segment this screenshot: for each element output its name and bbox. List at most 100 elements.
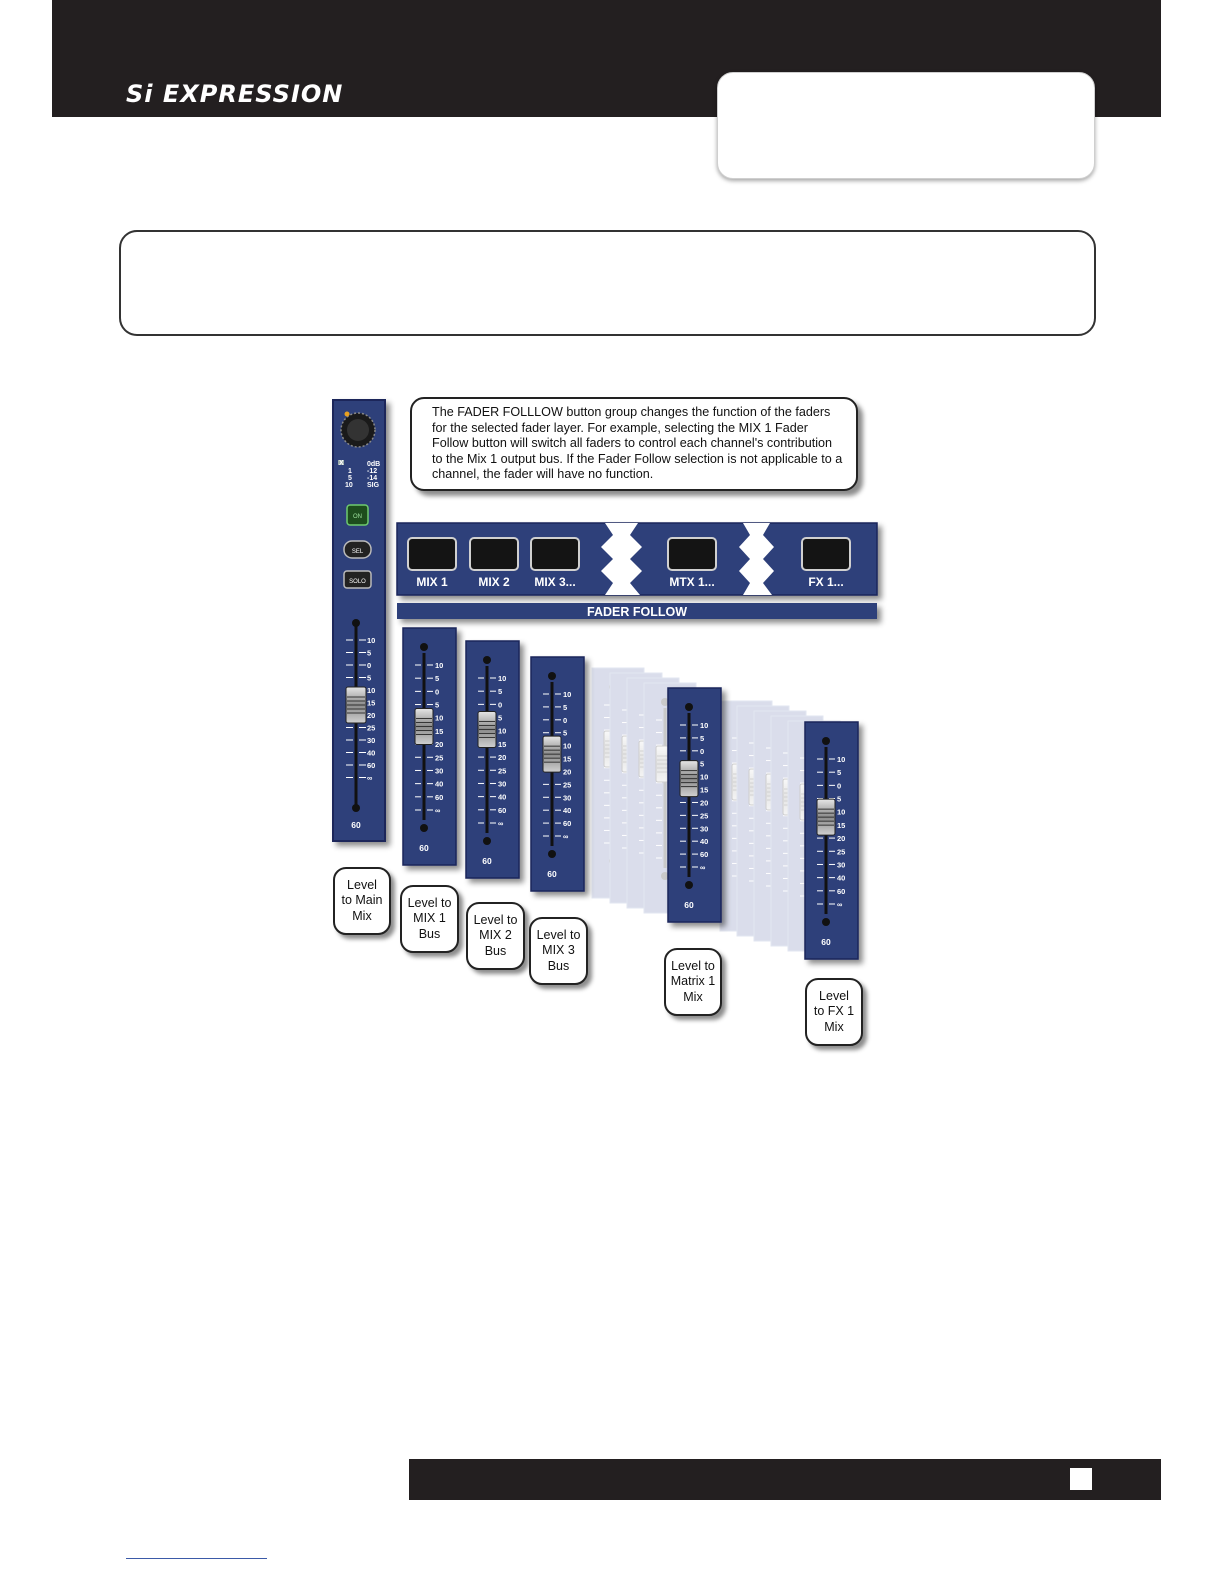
meter-x: X bbox=[339, 460, 344, 467]
meter-5: 5 bbox=[348, 475, 352, 482]
fader-scale-label: 0 bbox=[498, 700, 502, 709]
label-mix3-bus: Level to MIX 3 Bus bbox=[529, 917, 588, 985]
fader-scale-label: ∞ bbox=[563, 832, 568, 841]
svg-text:SOLO: SOLO bbox=[349, 579, 366, 585]
fader-follow-buttons: MIX 1 MIX 2 MIX 3... MTX 1... FX 1... bbox=[407, 537, 851, 589]
footer-bar bbox=[409, 1459, 1161, 1500]
fader-scale-label: 15 bbox=[837, 821, 845, 830]
svg-text:ON: ON bbox=[353, 514, 362, 520]
fader-scale-label: 25 bbox=[435, 753, 443, 762]
fader-scale-label: 0 bbox=[563, 716, 567, 725]
fader-strip bbox=[736, 705, 790, 937]
label-fx1-mix: Level to FX 1 Mix bbox=[805, 978, 863, 1046]
fader-scale-label: 20 bbox=[435, 740, 443, 749]
page-number-box bbox=[1070, 1468, 1092, 1490]
fader-scale-label: 40 bbox=[837, 874, 845, 883]
fader-scale-label: 30 bbox=[837, 860, 845, 869]
fader-scale-label: 40 bbox=[700, 837, 708, 846]
fader-scale-label: 20 bbox=[498, 753, 506, 762]
fader-scale-label: 25 bbox=[700, 811, 708, 820]
fader-scale-label: 10 bbox=[563, 690, 571, 699]
meter-10: 10 bbox=[345, 482, 353, 489]
fader-scale-label: 40 bbox=[498, 793, 506, 802]
fader-scale-label: 60 bbox=[563, 819, 571, 828]
fader-scale-label: 5 bbox=[563, 729, 567, 738]
fader-scale-label: 5 bbox=[498, 687, 502, 696]
fader-knob[interactable] bbox=[414, 707, 434, 745]
fader-scale-label: 5 bbox=[367, 674, 371, 683]
label-mix2-bus: Level to MIX 2 Bus bbox=[466, 902, 525, 970]
fader-bottom-label: 60 bbox=[547, 869, 557, 879]
fader-strip bbox=[609, 672, 663, 904]
fader-bottom-label: 60 bbox=[419, 843, 429, 853]
fader-knob[interactable] bbox=[765, 773, 785, 811]
fader-scale-label: 10 bbox=[498, 727, 506, 736]
fader-knob[interactable] bbox=[621, 735, 641, 773]
fader-scale-label: ∞ bbox=[498, 819, 503, 828]
fader-scale-label: 10 bbox=[367, 636, 375, 645]
panel-break-1 bbox=[601, 523, 642, 595]
fader-follow-button-label: MTX 1... bbox=[669, 575, 714, 589]
sel-button: SEL bbox=[343, 540, 372, 559]
fader-scale-label: 5 bbox=[837, 768, 841, 777]
meter-leds: X 0dB 1 -12 5 -14 10 SIG bbox=[338, 460, 380, 489]
label-mix1-bus: Level to MIX 1 Bus bbox=[400, 885, 459, 953]
fader-scale-label: 60 bbox=[700, 850, 708, 859]
fader-scale-label: 40 bbox=[435, 780, 443, 789]
fader-scale-label: 0 bbox=[837, 781, 841, 790]
fader-follow-button-label: MIX 1 bbox=[416, 575, 448, 589]
fader-scale-label: 30 bbox=[700, 824, 708, 833]
fader-bottom-label: 60 bbox=[351, 820, 361, 830]
fader-follow-button[interactable]: MIX 1 bbox=[407, 537, 457, 589]
fader-follow-button-label: MIX 2 bbox=[478, 575, 510, 589]
fader-follow-button[interactable]: FX 1... bbox=[801, 537, 851, 589]
fader-knob[interactable] bbox=[748, 768, 768, 806]
fader-scale-label: 60 bbox=[367, 761, 375, 770]
fader-scale-label: 5 bbox=[435, 674, 439, 683]
fader-knob[interactable] bbox=[679, 760, 699, 798]
fader-knob[interactable] bbox=[542, 735, 562, 773]
meter-sig: SIG bbox=[367, 482, 380, 489]
fader-scale-label: 5 bbox=[563, 703, 567, 712]
fader-scale-label: 30 bbox=[367, 736, 375, 745]
fader-scale-label: 15 bbox=[563, 755, 571, 764]
fader-scale-label: 60 bbox=[498, 806, 506, 815]
fader-scale-label: 5 bbox=[837, 795, 841, 804]
fader-follow-button-label: FX 1... bbox=[808, 575, 843, 589]
fader-scale-label: 15 bbox=[700, 786, 708, 795]
fader-knob[interactable] bbox=[603, 730, 623, 768]
fader-follow-button[interactable]: MIX 2 bbox=[469, 537, 519, 589]
fader-scale-label: 0 bbox=[435, 687, 439, 696]
footer-link-line bbox=[126, 1558, 267, 1559]
fader-scale-label: 20 bbox=[563, 767, 571, 776]
meter-0db: 0dB bbox=[367, 461, 380, 468]
fader-scale-label: 60 bbox=[837, 887, 845, 896]
fader-scale-label: 10 bbox=[700, 721, 708, 730]
fader-knob[interactable] bbox=[477, 710, 497, 748]
fader-scale-label: 10 bbox=[700, 773, 708, 782]
fader-bottom-label: 60 bbox=[482, 856, 492, 866]
fader-scale-label: 20 bbox=[700, 798, 708, 807]
fader-scale-label: 0 bbox=[367, 661, 371, 670]
fader-follow-button[interactable]: MIX 3... bbox=[530, 537, 580, 589]
fader-scale-label: 10 bbox=[498, 674, 506, 683]
fader-scale-label: 60 bbox=[435, 793, 443, 802]
fader-scale-label: 15 bbox=[367, 699, 375, 708]
callout-bubble: The FADER FOLLLOW button group changes t… bbox=[410, 397, 858, 491]
meter-14: -14 bbox=[367, 475, 377, 482]
fader-strips: 10 5 0 5 10 15 20 25 30 40 60 ∞ 60 10 5 0 5 10 15 20 25 30 40 6… bbox=[402, 627, 859, 960]
fader-scale-label: 5 bbox=[700, 760, 704, 769]
fader-strip bbox=[591, 667, 645, 899]
fader-follow-button[interactable]: MTX 1... bbox=[667, 537, 717, 589]
fader-knob[interactable] bbox=[345, 686, 367, 724]
fader-follow-title: FADER FOLLOW bbox=[587, 605, 687, 619]
fader-scale-label: 0 bbox=[700, 747, 704, 756]
fader-scale-label: 10 bbox=[563, 742, 571, 751]
fader-knob[interactable] bbox=[816, 798, 836, 836]
fader-scale-label: 15 bbox=[435, 727, 443, 736]
meter-12: -12 bbox=[367, 468, 377, 475]
fader-scale-label: 5 bbox=[367, 649, 371, 658]
